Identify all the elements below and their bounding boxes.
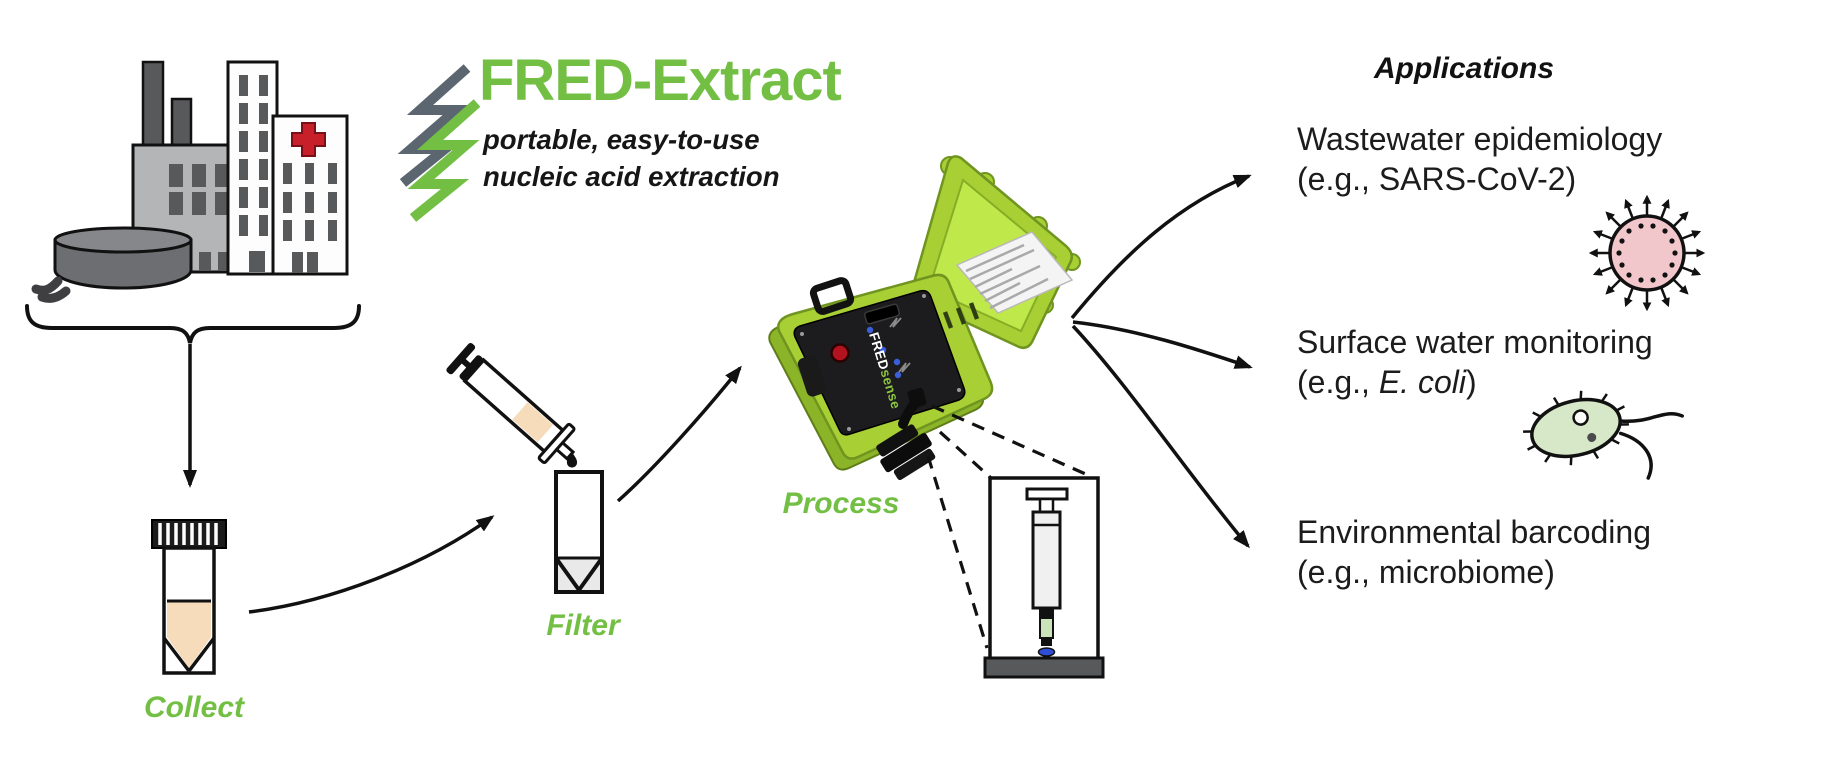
office-building-icon: [226, 60, 279, 276]
stage-label-process: Process: [782, 487, 900, 520]
fred-extract-device: FREDsense: [768, 155, 1081, 481]
arrow-to-wastewater: [1070, 174, 1252, 320]
bacteria-icon: [1523, 390, 1684, 480]
power-button: [830, 343, 850, 363]
sample-sources-illustration: [25, 60, 361, 344]
brace: [25, 304, 361, 344]
application-item-wastewater: Wastewater epidemiology (e.g., SARS-CoV-…: [1297, 119, 1662, 199]
virus-icon: [1588, 194, 1706, 312]
handle-clip-icon: [809, 277, 855, 315]
application-title: Surface water monitoring: [1297, 324, 1653, 360]
stage-label-collect: Collect: [143, 691, 245, 724]
application-item-surface-water: Surface water monitoring (e.g., E. coli): [1297, 322, 1653, 402]
page-title: FRED-Extract: [479, 48, 842, 113]
application-example: (e.g., E. coli): [1297, 364, 1477, 400]
application-item-barcoding: Environmental barcoding (e.g., microbiom…: [1297, 512, 1651, 592]
red-cross-icon: [291, 122, 326, 157]
tagline-line-2: nucleic acid extraction: [483, 161, 780, 192]
application-title: Environmental barcoding: [1297, 514, 1651, 550]
stage-label-filter: Filter: [546, 609, 620, 642]
arrow-filter-to-process: [616, 365, 742, 503]
device-base: FREDsense: [768, 273, 994, 471]
application-title: Wastewater epidemiology: [1297, 121, 1663, 157]
arrow-collect-to-filter: [248, 515, 495, 614]
applications-heading: Applications: [1373, 52, 1554, 85]
lid-label: [955, 231, 1074, 314]
double-lightning-bolt-icon: [397, 64, 481, 222]
application-example: (e.g., microbiome): [1297, 554, 1555, 590]
docked-syringe-icon: [1025, 487, 1069, 657]
arrow-to-barcoding: [1071, 324, 1250, 549]
collection-tube-icon: [151, 519, 227, 675]
sewage-tank-icon: [31, 226, 193, 303]
filter-tube-icon: [554, 470, 604, 594]
flow-arrows: [183, 174, 1253, 614]
arrow-to-surface-water: [1072, 320, 1253, 369]
brand-tagline: portable, easy-to-use nucleic acid extra…: [483, 121, 780, 195]
syringe-icon: [446, 343, 576, 465]
filter-step-illustration: [446, 343, 604, 594]
hospital-icon: [271, 114, 349, 276]
tagline-line-1: portable, easy-to-use: [483, 124, 760, 155]
inset-magnifier: [926, 404, 1105, 679]
application-example: (e.g., SARS-CoV-2): [1297, 161, 1577, 197]
outlet-connector: [876, 387, 936, 481]
